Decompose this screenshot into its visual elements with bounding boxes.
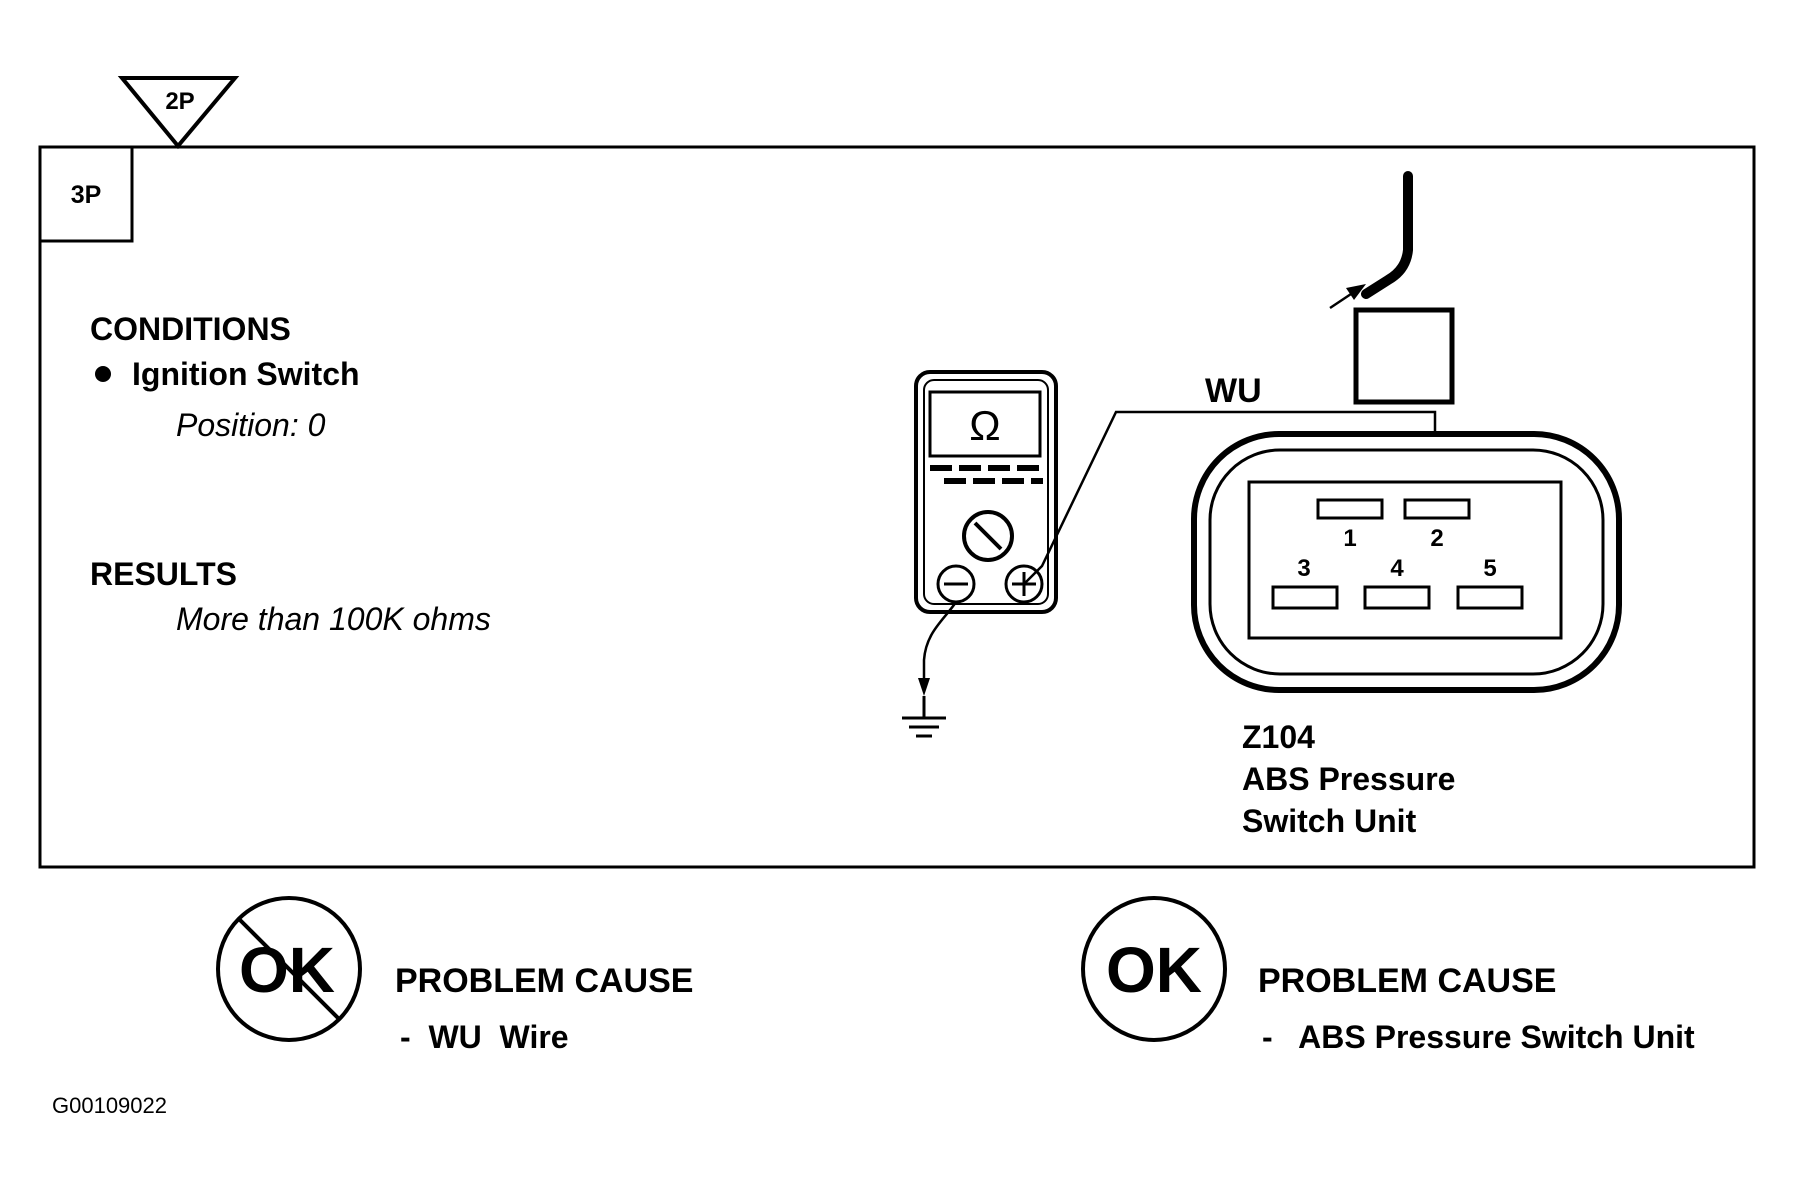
previous-step-marker: 2P [117,76,240,150]
connector-code: Z104 [1242,719,1315,755]
pin-number-1: 1 [1343,525,1356,552]
results-value: More than 100K ohms [176,601,491,637]
connector-name-line2: Switch Unit [1242,803,1417,839]
not-ok-cause-heading: PROBLEM CAUSE [395,962,693,1000]
pin-number-4: 4 [1390,555,1404,582]
results-heading: RESULTS [90,556,237,592]
ohmmeter: Ω [914,370,1058,614]
probe-lead-ground [922,601,958,690]
pin-number-5: 5 [1483,555,1496,582]
disconnected-plug [1353,307,1455,405]
connector-pin-3 [1271,585,1339,610]
conditions-detail: Position: 0 [176,407,326,443]
current-step-box: 3P [38,145,134,243]
ok-badge-icon [1081,896,1227,1042]
connector-name-line1: ABS Pressure [1242,761,1455,797]
pin-number-3: 3 [1297,555,1310,582]
conditions-heading: CONDITIONS [90,311,291,347]
meter-dial-icon [962,510,1014,562]
ground-icon [902,696,946,738]
arrow-icon [1329,284,1366,310]
connector-pin-2 [1403,498,1471,520]
conditions-item: Ignition Switch [132,356,360,392]
previous-step-label: 2P [165,88,194,115]
connector-z104: 1 2 3 4 5 [1191,431,1622,693]
connector-pin-5 [1456,585,1524,610]
negative-terminal-icon [936,564,976,604]
ohm-symbol-icon: Ω [969,402,1000,449]
test-frame [38,145,1756,869]
connector-pin-4 [1363,585,1431,610]
meter-keypad [930,465,1043,484]
wire-label: WU [1205,372,1262,410]
not-ok-cause-item: - WU Wire [400,1019,569,1055]
arrow-icon [918,678,930,696]
figure-id: G00109022 [52,1093,167,1118]
wire-harness [1361,171,1413,299]
ok-badge-text: OK [1106,934,1202,1006]
ok-cause-item: - ABS Pressure Switch Unit [1262,1019,1695,1055]
not-ok-badge-text: OK [239,934,335,1006]
ok-cause-heading: PROBLEM CAUSE [1258,962,1556,1000]
strike-through-icon [236,916,342,1022]
pin-number-2: 2 [1430,525,1443,552]
not-ok-outcome: OK PROBLEM CAUSE - WU Wire [216,896,693,1055]
ok-outcome: OK PROBLEM CAUSE - ABS Pressure Switch U… [1081,896,1695,1055]
current-step-label: 3P [71,181,102,209]
connector-pin-1 [1316,498,1384,520]
meter-display [928,390,1042,458]
bullet-icon [95,366,111,382]
